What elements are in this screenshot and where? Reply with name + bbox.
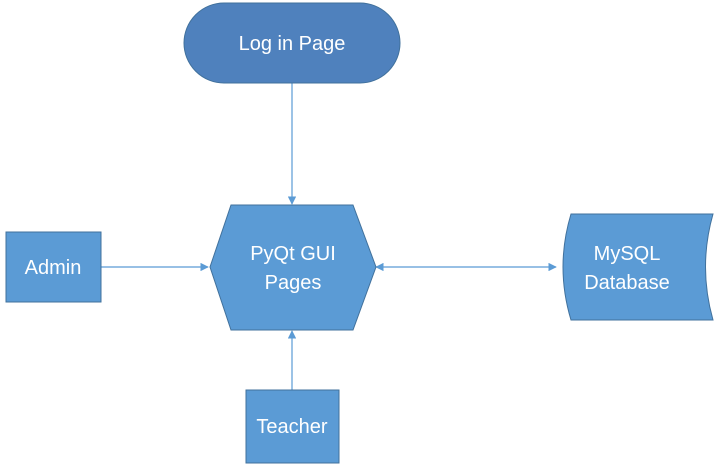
teacher-label: Teacher (256, 416, 327, 438)
terminator-shape (183, 2, 401, 84)
node-gui-pages[interactable]: PyQt GUI Pages (209, 204, 377, 331)
database-label-line1: MySQL (594, 243, 661, 265)
admin-label: Admin (25, 257, 82, 279)
connectors (101, 83, 557, 390)
node-teacher[interactable]: Teacher (245, 389, 340, 464)
node-login-page[interactable]: Log in Page (183, 2, 401, 84)
hexagon-shape (209, 204, 377, 331)
rectangle-shape (5, 231, 102, 303)
gui-pages-label-line2: Pages (265, 272, 322, 294)
rectangle-shape (245, 389, 340, 464)
database-label-line2: Database (584, 272, 670, 294)
node-mysql-database[interactable]: MySQL Database (562, 213, 714, 321)
node-admin[interactable]: Admin (5, 231, 102, 303)
gui-pages-label-line1: PyQt GUI (250, 243, 336, 265)
login-page-label: Log in Page (239, 33, 346, 55)
stored-data-shape (562, 213, 714, 321)
